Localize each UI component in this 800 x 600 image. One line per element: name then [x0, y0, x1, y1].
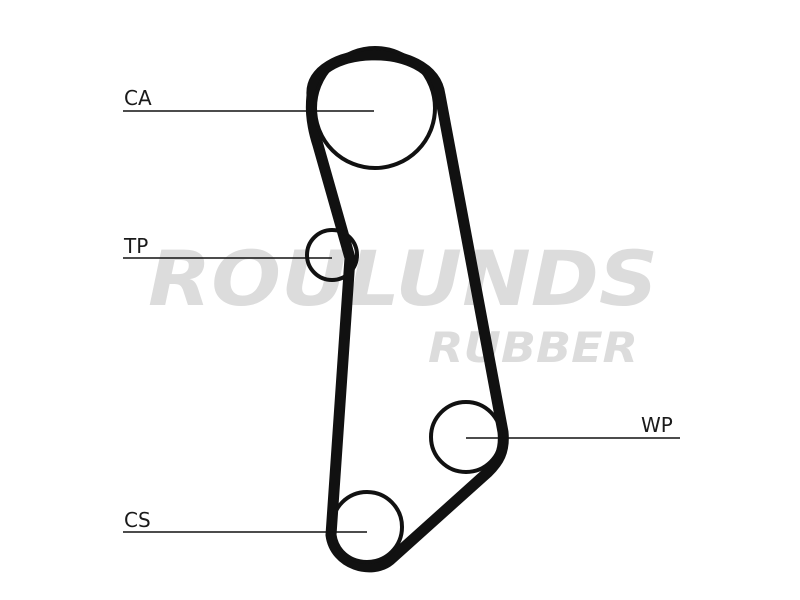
tp-label: TP — [123, 234, 148, 258]
watermark-logo: ROULUNDS RUBBER — [148, 234, 658, 372]
tensioner-pulley — [305, 228, 359, 282]
cs-label: CS — [124, 508, 151, 532]
timing-belt — [305, 49, 509, 573]
camshaft-pulley — [313, 46, 437, 170]
watermark-brand-text: ROULUNDS — [148, 234, 658, 323]
wp-label: WP — [641, 413, 673, 437]
watermark-sub-text: RUBBER — [428, 323, 638, 372]
crankshaft-pulley — [330, 490, 404, 564]
water-pump-pulley — [429, 400, 503, 474]
ca-label: CA — [124, 86, 152, 110]
